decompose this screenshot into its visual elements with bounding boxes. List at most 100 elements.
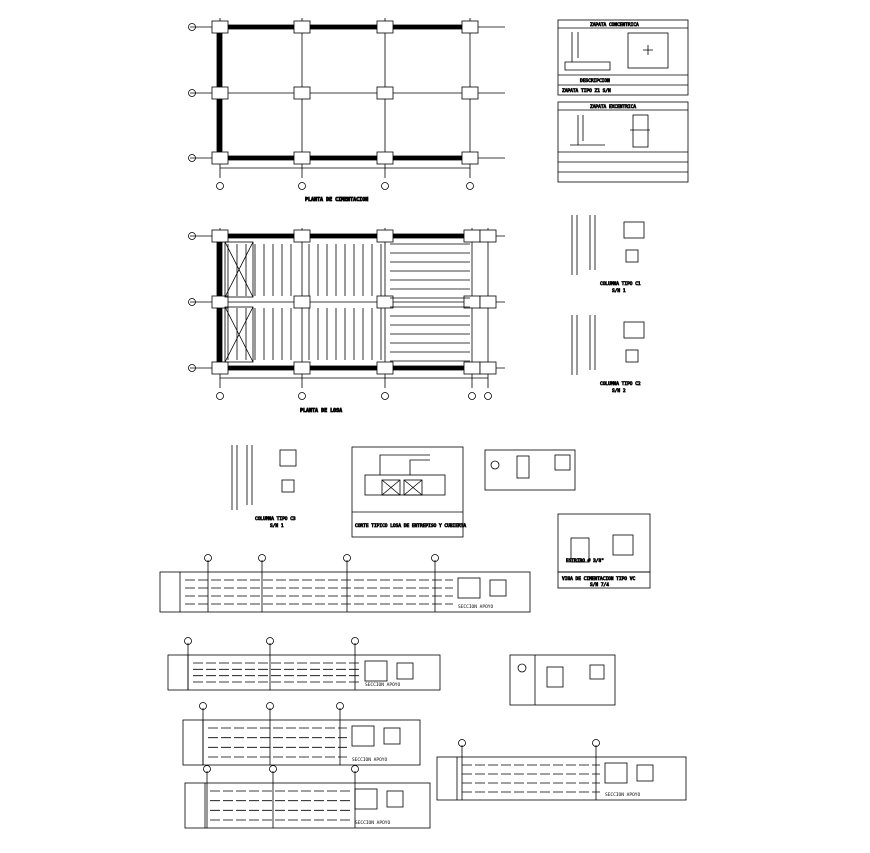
footing (211, 295, 229, 309)
beam-elevations: SECCION APOYO SECCION APOYO SECCION APOYO S… (159, 554, 687, 829)
foundation-plan (188, 18, 505, 190)
zapata-z1-detail: ZAPATA CONCENTRICA DESCRIPCION ZAPATA TI… (557, 19, 689, 96)
grid-bubble (351, 765, 359, 773)
footing (293, 20, 311, 34)
description-header: DESCRIPCION (580, 78, 610, 84)
slab-plan-title: PLANTA DE LOSA (300, 408, 342, 414)
column-c2-label: COLUMNA TIPO C2 (600, 381, 641, 387)
zapata-z2-detail: ZAPATA EXCENTRICA (557, 101, 689, 183)
footing (211, 20, 229, 34)
stirrup (489, 579, 507, 597)
vc-label: VIGA DE CIMENTACION TIPO VC (562, 576, 635, 582)
stirrup (383, 727, 401, 745)
footing (376, 229, 394, 243)
beam-section (364, 660, 388, 682)
grid-bubble (188, 89, 196, 97)
grid-bubble (188, 232, 196, 240)
grid-bubble (298, 182, 306, 190)
grid-bubble (458, 739, 466, 747)
footing (293, 86, 311, 100)
footing (211, 86, 229, 100)
footing (479, 361, 497, 375)
stirrup (386, 790, 404, 808)
grid-bubble (381, 182, 389, 190)
footing (211, 229, 229, 243)
beam-section (457, 577, 481, 599)
beam-elevation-frame (436, 756, 687, 801)
stirrup (396, 662, 414, 680)
footing (376, 86, 394, 100)
column-c3-detail: COLUMNA TIPO C3 S/N 1 (231, 445, 297, 529)
grid-bubble (184, 637, 192, 645)
footing (463, 361, 481, 375)
slab-section-detail: CORTE TIPICO LOSA DE ENTREPISO Y CUBIERT… (351, 446, 467, 538)
footing (376, 361, 394, 375)
beam-section-label: SECCION APOYO (365, 682, 401, 688)
column-c3-scale: S/N 1 (270, 523, 284, 529)
footing (293, 229, 311, 243)
slab-plan (188, 228, 505, 400)
grid-bubble (336, 702, 344, 710)
footing (461, 86, 479, 100)
grid-bubble (269, 765, 277, 773)
footing (461, 20, 479, 34)
grid-bubble (258, 554, 266, 562)
grid-bubble (203, 765, 211, 773)
zapata-z1-header: ZAPATA CONCENTRICA (590, 22, 639, 28)
slab-section-label: CORTE TIPICO LOSA DE ENTREPISO Y CUBIERT… (355, 523, 466, 529)
footing (376, 295, 394, 309)
beam-elevation-frame (184, 782, 431, 829)
grid-bubble (216, 392, 224, 400)
beam (219, 365, 489, 371)
beam-section-label: SECCION APOYO (458, 604, 494, 610)
stair-void (224, 241, 254, 298)
beam-elevation-frame (167, 654, 441, 691)
zapata-z1-label: ZAPATA TIPO Z1 S/N (562, 88, 611, 94)
beam-section (351, 725, 375, 747)
footing (211, 361, 229, 375)
beam (219, 233, 489, 239)
footing (293, 151, 311, 165)
grid-bubble (466, 182, 474, 190)
footing (463, 229, 481, 243)
footing (461, 151, 479, 165)
grid-bubble (216, 182, 224, 190)
grid-bubble (468, 392, 476, 400)
small-section-detail (509, 654, 616, 706)
grid-bubble (431, 554, 439, 562)
beam-section (604, 762, 628, 784)
column-c1-scale: S/N 1 (612, 288, 626, 294)
stair-void (224, 306, 254, 363)
footing (376, 20, 394, 34)
grid-bubble (351, 637, 359, 645)
void-cross (224, 306, 254, 363)
void-cross (224, 241, 254, 298)
grid-bubble (484, 392, 492, 400)
grid-bubble (381, 392, 389, 400)
grid-bubble (188, 23, 196, 31)
grid-bubble (188, 364, 196, 372)
grid-bubble (266, 702, 274, 710)
column-c1-label: COLUMNA TIPO C1 (600, 281, 641, 287)
footing (211, 151, 229, 165)
beam-section-label: SECCION APOYO (355, 820, 391, 826)
grid-bubble (188, 154, 196, 162)
grid-bubble (343, 554, 351, 562)
beam-section-label: SECCION APOYO (352, 757, 388, 763)
foundation-plan-title: PLANTA DE CIMENTACION (305, 197, 368, 203)
footing (479, 229, 497, 243)
footing (293, 361, 311, 375)
stirrup-label: ESTRIBO # 3/8" (566, 558, 604, 564)
beam (219, 24, 471, 30)
grid-bubble (204, 554, 212, 562)
zapata-z2-header: ZAPATA EXCENTRICA (590, 104, 636, 110)
grid-bubble (592, 739, 600, 747)
vc-detail: ESTRIBO # 3/8" VIGA DE CIMENTACION TIPO … (557, 513, 651, 589)
grid-bubble (199, 702, 207, 710)
grid-bubble (298, 392, 306, 400)
column-c3-label: COLUMNA TIPO C3 (255, 516, 296, 522)
footing (479, 295, 497, 309)
beam-section (354, 788, 378, 810)
grid-bubble (188, 298, 196, 306)
